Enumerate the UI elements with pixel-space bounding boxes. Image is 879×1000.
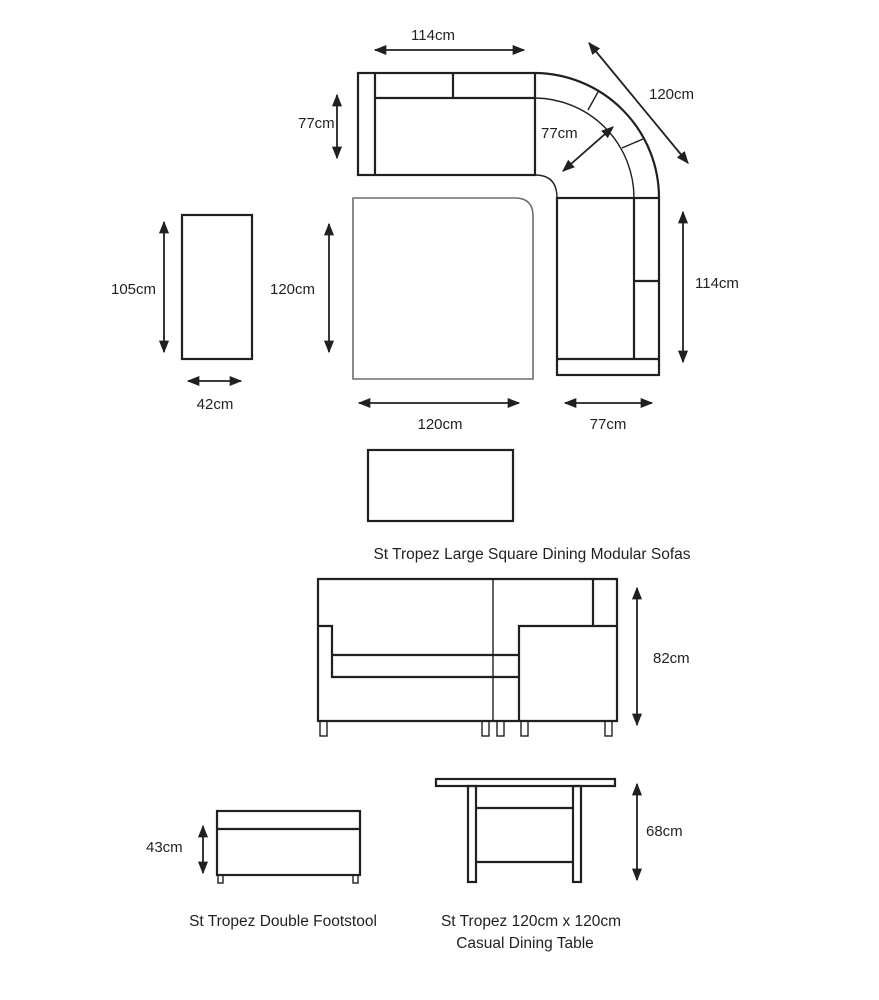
table-plan <box>352 197 534 380</box>
caption-sofas: St Tropez Large Square Dining Modular So… <box>373 546 690 563</box>
dim-label: 105cm <box>111 281 156 298</box>
dim-label: 120cm <box>270 281 315 298</box>
dim-label: 42cm <box>197 396 234 413</box>
top-sofa-plan <box>356 71 537 177</box>
dim-label: 120cm <box>417 416 462 433</box>
dim-label: 77cm <box>541 125 578 142</box>
dim-label: 68cm <box>646 823 683 840</box>
dim-arrow <box>588 42 689 164</box>
dim-label: 77cm <box>590 416 627 433</box>
footstool-plan <box>180 213 254 361</box>
dim-label: 82cm <box>653 650 690 667</box>
footstool-plan-2 <box>366 448 515 523</box>
right-sofa-plan <box>555 196 661 377</box>
caption-table-line2: Casual Dining Table <box>456 935 594 952</box>
table-side-elevation <box>434 777 617 884</box>
dim-label: 43cm <box>146 839 183 856</box>
dim-arrow <box>562 126 614 172</box>
footstool-side-elevation <box>215 809 362 884</box>
sofa-side-elevation <box>316 577 619 737</box>
dim-label: 77cm <box>298 115 335 132</box>
dim-label: 120cm <box>649 86 694 103</box>
dim-label: 114cm <box>695 275 739 292</box>
caption-footstool: St Tropez Double Footstool <box>189 913 377 930</box>
caption-table-line1: St Tropez 120cm x 120cm <box>441 913 621 930</box>
dim-label: 114cm <box>411 27 455 44</box>
